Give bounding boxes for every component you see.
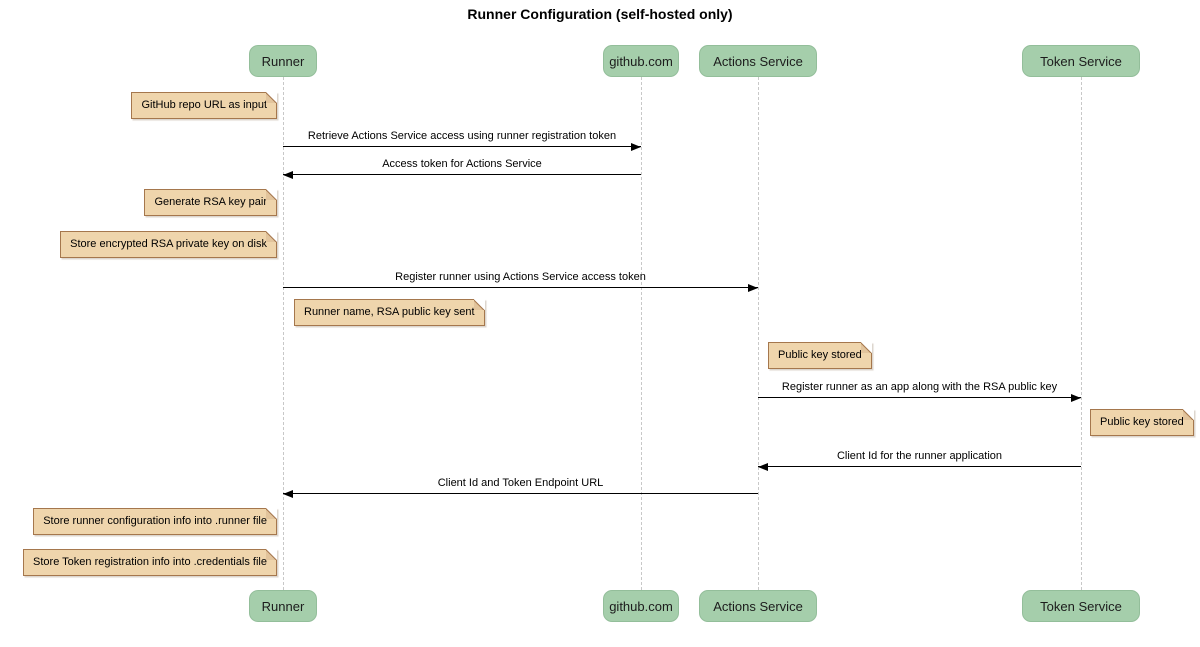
- participant-top-token-service: Token Service: [1022, 45, 1140, 77]
- note: Runner name, RSA public key sent: [294, 299, 485, 326]
- message-arrowhead: [1071, 394, 1081, 402]
- message-arrowhead: [283, 171, 293, 179]
- note-fold-corner-icon: [266, 508, 277, 519]
- message-line: [283, 146, 641, 147]
- message-arrowhead: [283, 490, 293, 498]
- message-arrowhead: [748, 284, 758, 292]
- message-line: [283, 493, 758, 494]
- message-line: [283, 174, 641, 175]
- note: Public key stored: [1090, 409, 1194, 436]
- note-fold-corner-icon: [266, 189, 277, 200]
- message-label: Register runner using Actions Service ac…: [395, 271, 646, 283]
- participant-bottom-token-service: Token Service: [1022, 590, 1140, 622]
- note: Store Token registration info into .cred…: [23, 549, 277, 576]
- message-label: Client Id for the runner application: [836, 450, 1003, 462]
- lifeline-token-service: [1081, 77, 1082, 590]
- message-line: [283, 287, 758, 288]
- message-line: [758, 397, 1081, 398]
- note: Store encrypted RSA private key on disk: [60, 231, 277, 258]
- message-arrowhead: [631, 143, 641, 151]
- note-fold-corner-icon: [860, 342, 872, 353]
- message-label: Access token for Actions Service: [382, 158, 542, 170]
- message-label: Retrieve Actions Service access using ru…: [307, 130, 617, 142]
- note: Store runner configuration info into .ru…: [33, 508, 277, 535]
- participant-bottom-actions-service: Actions Service: [699, 590, 817, 622]
- message-label: Client Id and Token Endpoint URL: [437, 477, 604, 489]
- lifeline-actions-service: [758, 77, 759, 590]
- diagram-title: Runner Configuration (self-hosted only): [467, 6, 733, 22]
- participant-bottom-github-com: github.com: [603, 590, 679, 622]
- note-fold-corner-icon: [473, 299, 485, 310]
- participant-top-actions-service: Actions Service: [699, 45, 817, 77]
- note: GitHub repo URL as input: [131, 92, 277, 119]
- participant-top-github-com: github.com: [603, 45, 679, 77]
- note-fold-corner-icon: [1182, 409, 1194, 420]
- message-line: [758, 466, 1081, 467]
- lifeline-runner: [283, 77, 284, 590]
- note-fold-corner-icon: [266, 92, 277, 103]
- note-fold-corner-icon: [266, 549, 277, 560]
- participant-bottom-runner: Runner: [249, 590, 317, 622]
- note: Public key stored: [768, 342, 872, 369]
- participant-top-runner: Runner: [249, 45, 317, 77]
- note: Generate RSA key pair: [144, 189, 277, 216]
- lifeline-github-com: [641, 77, 642, 590]
- message-arrowhead: [758, 463, 768, 471]
- note-fold-corner-icon: [266, 231, 277, 242]
- message-label: Register runner as an app along with the…: [781, 381, 1058, 393]
